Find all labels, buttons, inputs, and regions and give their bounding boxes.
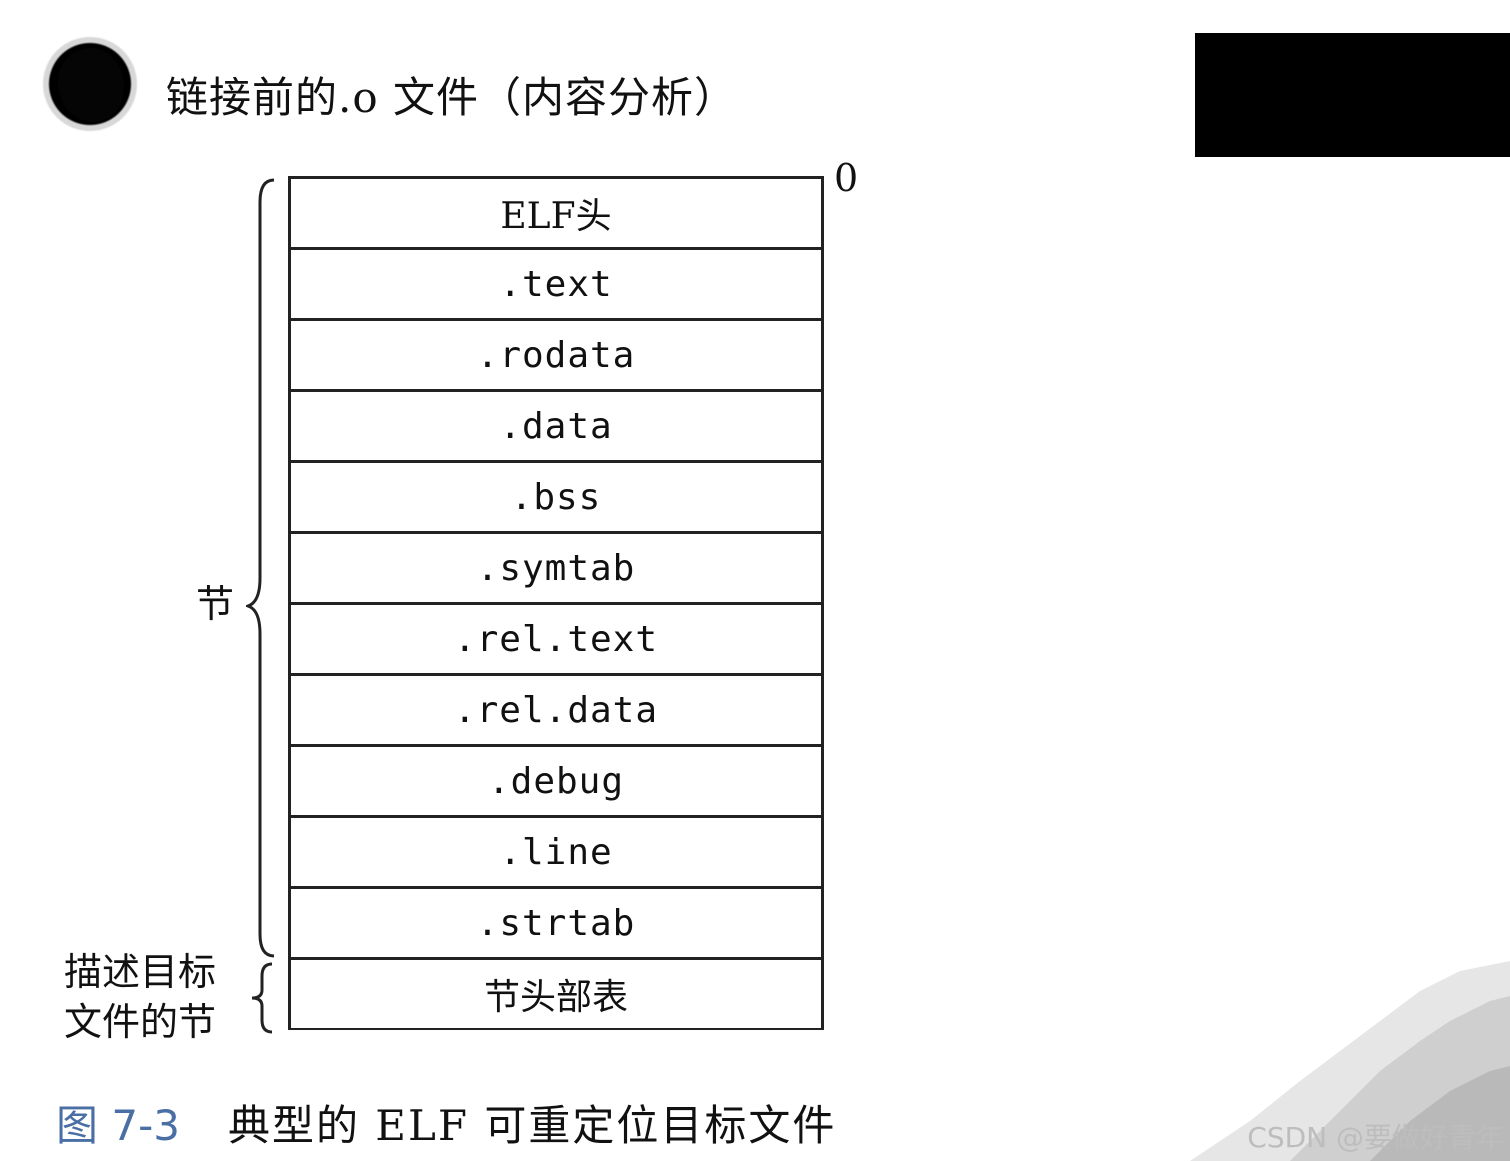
figure-number: 图 7-3 [56,1101,180,1150]
figure-caption-text: 典型的 ELF 可重定位目标文件 [228,1101,836,1150]
sections-brace-label: 节 [196,580,234,628]
section-rel-text: .rel.text [291,605,821,676]
section-data: .data [291,392,821,463]
section-rodata: .rodata [291,321,821,392]
sections-brace [246,178,278,958]
header-table-label-line2: 文件的节 [64,998,216,1046]
section-line: .line [291,818,821,889]
section-text: .text [291,250,821,321]
section-strtab: .strtab [291,889,821,960]
figure-caption: 图 7-3 典型的 ELF 可重定位目标文件 [56,1092,836,1153]
section-symtab: .symtab [291,534,821,605]
header-table-label-line1: 描述目标 [64,948,216,996]
black-redaction-box [1195,33,1510,157]
section-rel-data: .rel.data [291,676,821,747]
watermark: CSDN @要做好青年 [1247,1116,1504,1156]
address-zero-label: 0 [834,156,858,200]
section-bss: .bss [291,463,821,534]
section-elf-header: ELF头 [291,179,821,250]
section-header-table: 节头部表 [291,960,821,1028]
section-stack: ELF头 .text .rodata .data .bss .symtab .r… [288,176,824,1030]
section-debug: .debug [291,747,821,818]
header-table-brace [248,962,276,1034]
elf-diagram: 0 ELF头 .text .rodata .data .bss .symtab … [0,0,1000,1161]
